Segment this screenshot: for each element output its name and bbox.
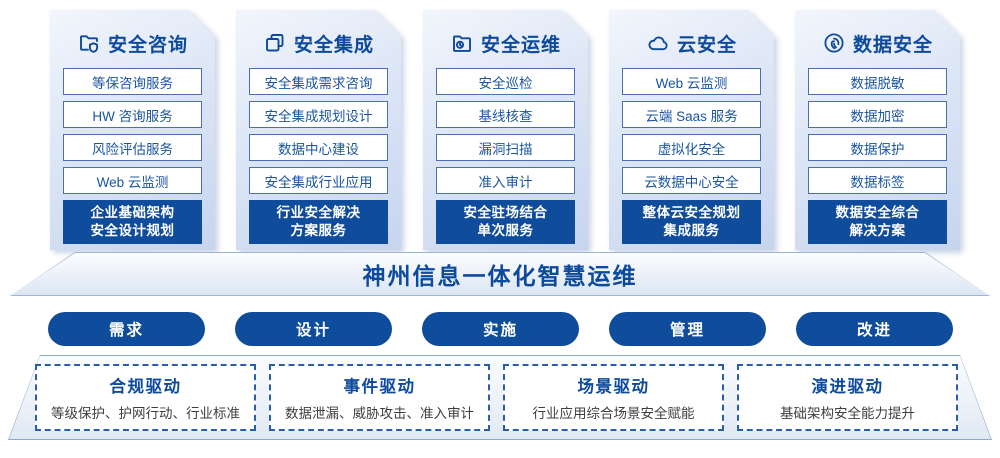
service-item: 数据中心建设 — [249, 134, 388, 161]
folder-clock-icon — [450, 31, 474, 55]
card-title: 安全集成 — [293, 34, 374, 56]
driver-title: 合规驱动 — [109, 378, 182, 396]
highlight-line: 数据安全综合 — [835, 204, 920, 220]
pill-design: 设计 — [235, 312, 392, 346]
service-item: HW 咨询服务 — [63, 101, 202, 128]
driver-compliance: 合规驱动 等级保护、护网行动、行业标准 — [35, 364, 256, 431]
driver-desc: 数据泄漏、威胁攻击、准入审计 — [285, 406, 474, 421]
service-item: 安全集成行业应用 — [249, 167, 388, 194]
highlight-line: 方案服务 — [290, 223, 347, 238]
card-title: 安全咨询 — [107, 34, 188, 56]
card-body: 数据安全 数据脱敏 数据加密 数据保护 数据标签 数据安全综合 解决方案 — [795, 10, 960, 250]
card-header: 云安全 — [609, 10, 774, 57]
driver-desc: 基础架构安全能力提升 — [780, 406, 915, 421]
pill-implementation: 实施 — [422, 312, 579, 346]
card-header: 安全运维 — [423, 10, 588, 57]
service-item: 数据脱敏 — [808, 68, 947, 95]
fingerprint-icon — [822, 31, 846, 55]
service-item: 云端 Saas 服务 — [622, 101, 761, 128]
card-header: 安全咨询 — [50, 10, 215, 57]
highlight-line: 集成服务 — [663, 223, 720, 238]
highlight-line: 安全设计规划 — [90, 223, 175, 238]
banner-title: 神州信息一体化智慧运维 — [362, 263, 638, 289]
card-body: 安全咨询 等保咨询服务 HW 咨询服务 风险评估服务 Web 云监测 企业基础架… — [50, 10, 215, 250]
card-items: 数据脱敏 数据加密 数据保护 数据标签 — [795, 68, 960, 194]
card-header: 安全集成 — [236, 10, 401, 57]
card-cloud-security: 云安全 Web 云监测 云端 Saas 服务 虚拟化安全 云数据中心安全 整体云… — [609, 10, 774, 250]
service-item: 安全集成需求咨询 — [249, 68, 388, 95]
service-item: 云数据中心安全 — [622, 167, 761, 194]
driver-evolution: 演进驱动 基础架构安全能力提升 — [737, 364, 958, 431]
card-items: 安全集成需求咨询 安全集成规划设计 数据中心建设 安全集成行业应用 — [236, 68, 401, 194]
pill-requirement: 需求 — [48, 312, 205, 346]
card-body: 云安全 Web 云监测 云端 Saas 服务 虚拟化安全 云数据中心安全 整体云… — [609, 10, 774, 250]
service-item: Web 云监测 — [63, 167, 202, 194]
highlight-line: 单次服务 — [477, 223, 534, 238]
card-security-integration: 安全集成 安全集成需求咨询 安全集成规划设计 数据中心建设 安全集成行业应用 行… — [236, 10, 401, 250]
card-title: 安全运维 — [480, 34, 561, 56]
service-item: Web 云监测 — [622, 68, 761, 95]
card-header: 数据安全 — [795, 10, 960, 57]
service-item: 准入审计 — [436, 167, 575, 194]
card-security-operations: 安全运维 安全巡检 基线核查 漏洞扫描 准入审计 安全驻场结合 单次服务 — [423, 10, 588, 250]
banner-trapezoid: 神州信息一体化智慧运维 — [10, 252, 990, 296]
highlight-box: 数据安全综合 解决方案 — [808, 200, 947, 244]
card-title: 数据安全 — [852, 34, 933, 56]
card-title: 云安全 — [676, 34, 737, 56]
service-item: 数据保护 — [808, 134, 947, 161]
folder-shield-icon — [77, 31, 101, 55]
service-item: 虚拟化安全 — [622, 134, 761, 161]
driver-desc: 等级保护、护网行动、行业标准 — [51, 406, 240, 421]
pill-improvement: 改进 — [796, 312, 953, 346]
driver-incident: 事件驱动 数据泄漏、威胁攻击、准入审计 — [269, 364, 490, 431]
service-item: 风险评估服务 — [63, 134, 202, 161]
highlight-box: 企业基础架构 安全设计规划 — [63, 200, 202, 244]
highlight-line: 整体云安全规划 — [642, 204, 741, 220]
highlight-line: 企业基础架构 — [90, 204, 175, 220]
card-data-security: 数据安全 数据脱敏 数据加密 数据保护 数据标签 数据安全综合 解决方案 — [795, 10, 960, 250]
copy-documents-icon — [263, 31, 287, 55]
service-item: 数据加密 — [808, 101, 947, 128]
driver-desc: 行业应用综合场景安全赋能 — [532, 406, 695, 421]
highlight-box: 行业安全解决 方案服务 — [249, 200, 388, 244]
service-item: 安全巡检 — [436, 68, 575, 95]
card-items: 等保咨询服务 HW 咨询服务 风险评估服务 Web 云监测 — [50, 68, 215, 194]
pill-management: 管理 — [609, 312, 766, 346]
driver-title: 事件驱动 — [343, 378, 416, 396]
card-items: Web 云监测 云端 Saas 服务 虚拟化安全 云数据中心安全 — [609, 68, 774, 194]
driver-title: 演进驱动 — [811, 378, 884, 396]
cloud-icon — [646, 31, 670, 55]
highlight-line: 行业安全解决 — [276, 204, 361, 220]
service-item: 漏洞扫描 — [436, 134, 575, 161]
service-item: 安全集成规划设计 — [249, 101, 388, 128]
driver-title: 场景驱动 — [577, 378, 650, 396]
driver-scenario: 场景驱动 行业应用综合场景安全赋能 — [503, 364, 724, 431]
highlight-line: 安全驻场结合 — [463, 204, 548, 220]
service-item: 基线核查 — [436, 101, 575, 128]
banner-surface: 神州信息一体化智慧运维 — [11, 253, 989, 295]
card-security-consulting: 安全咨询 等保咨询服务 HW 咨询服务 风险评估服务 Web 云监测 企业基础架… — [50, 10, 215, 250]
highlight-box: 安全驻场结合 单次服务 — [436, 200, 575, 244]
highlight-line: 解决方案 — [849, 223, 906, 238]
service-item: 等保咨询服务 — [63, 68, 202, 95]
highlight-box: 整体云安全规划 集成服务 — [622, 200, 761, 244]
service-item: 数据标签 — [808, 167, 947, 194]
card-items: 安全巡检 基线核查 漏洞扫描 准入审计 — [423, 68, 588, 194]
card-body: 安全运维 安全巡检 基线核查 漏洞扫描 准入审计 安全驻场结合 单次服务 — [423, 10, 588, 250]
card-body: 安全集成 安全集成需求咨询 安全集成规划设计 数据中心建设 安全集成行业应用 行… — [236, 10, 401, 250]
